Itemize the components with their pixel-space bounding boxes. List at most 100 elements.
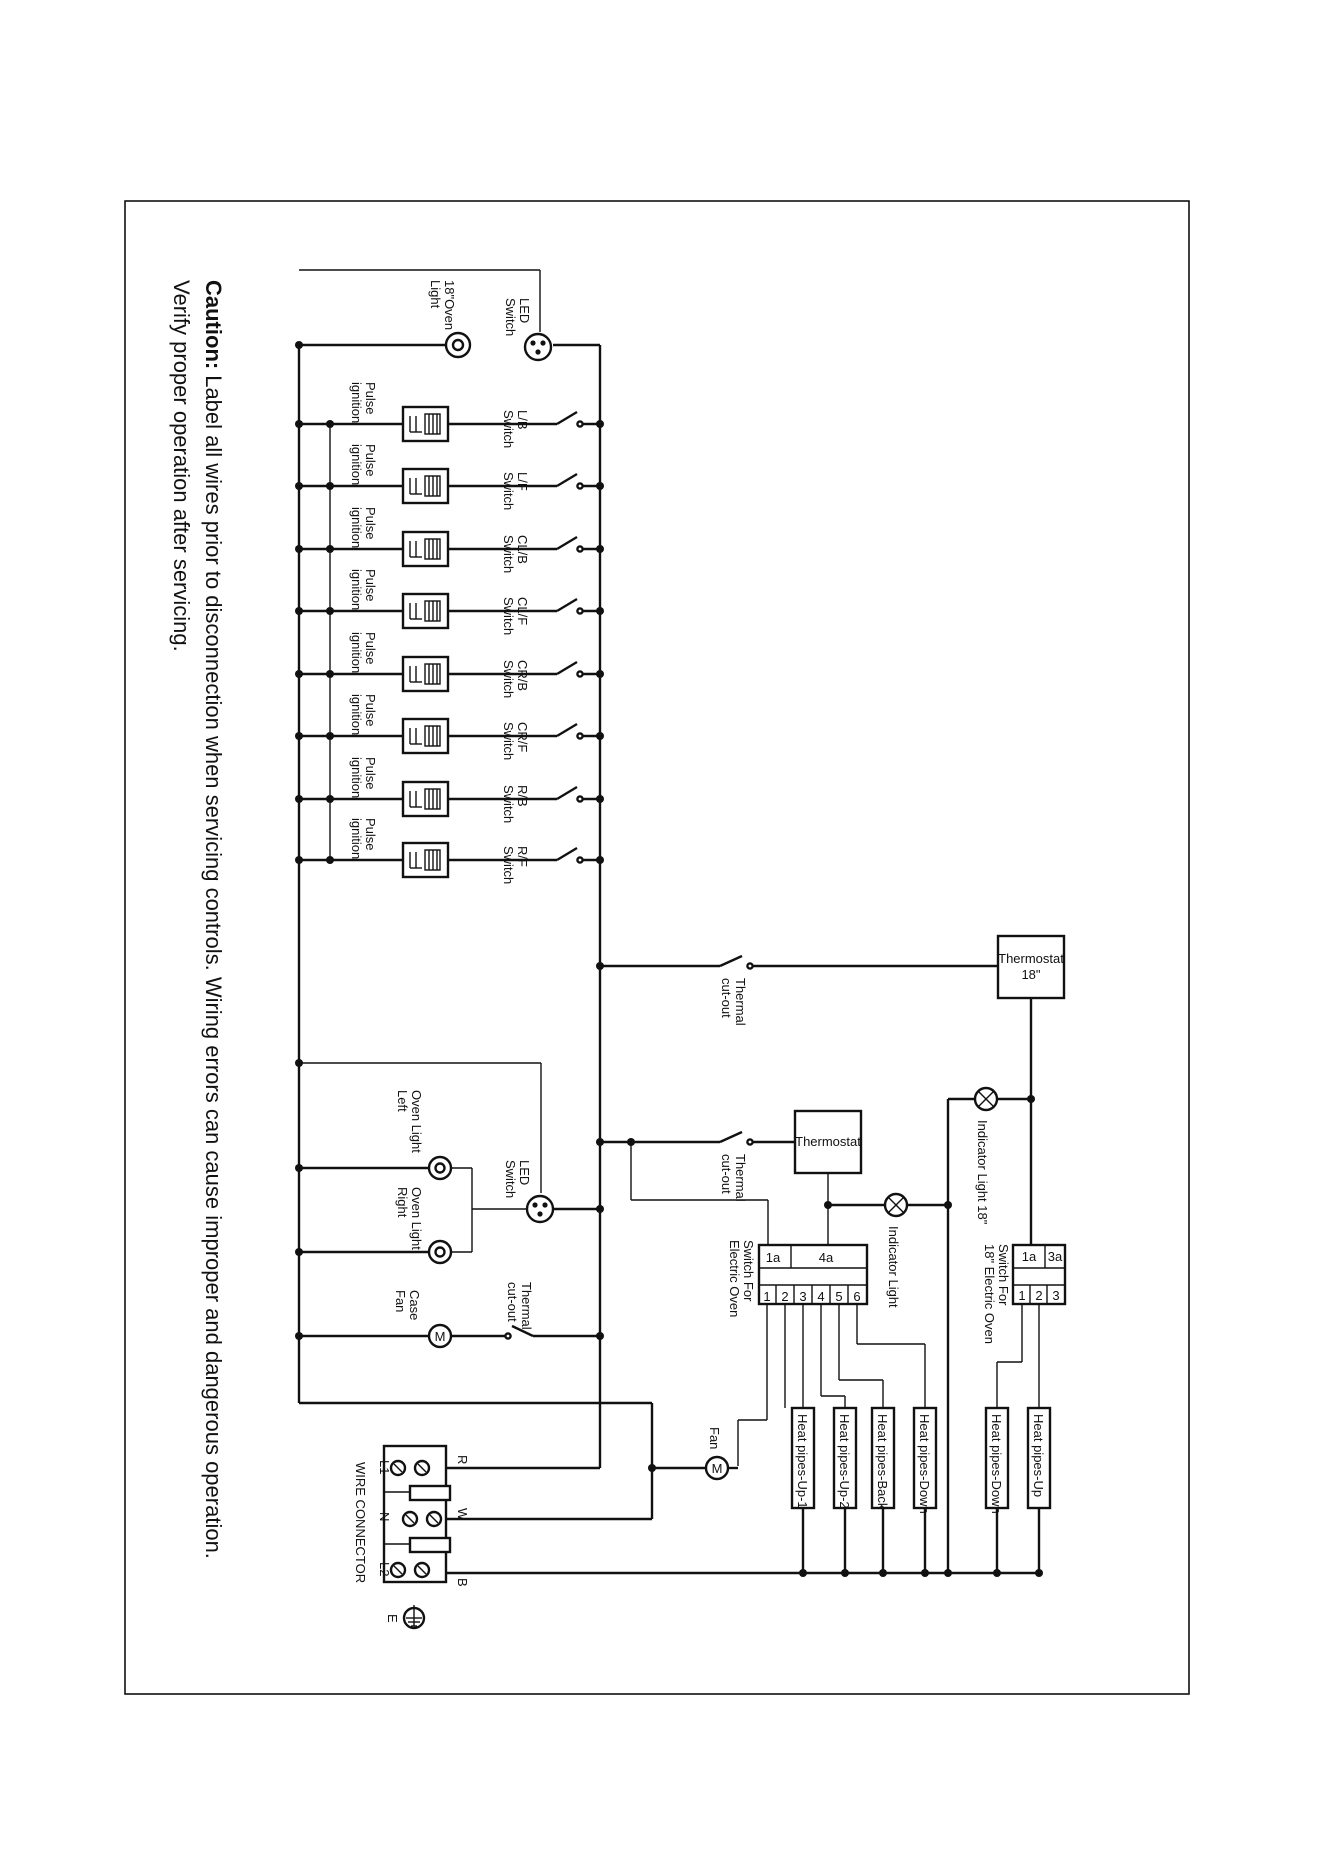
pulse-ignition-label-line-2: ignition [349,382,364,423]
switch-contact [576,732,584,740]
switch-contact [576,670,584,678]
pulse-ignition-label-line-1: Pulse [363,507,378,540]
burner-switch-label-line-1: CR/B [515,660,530,691]
burner-switch-label-line-2: Switch [501,660,516,698]
switch-18-label-2: 18" Electric Oven [982,1244,997,1344]
switch-eo-terminal-4: 4 [817,1289,824,1304]
burner-switch-label-line-1: CR/F [515,722,530,752]
burner-row [295,592,604,630]
switch-eo-cell-4a: 4a [819,1250,834,1265]
burner-switch-blade [556,785,578,801]
heat-pipe-element: Heat pipes-Back [870,1406,896,1577]
switch-eo-terminal-2: 2 [781,1289,788,1304]
heat-pipe-label: Heat pipes-Up-1 [795,1414,810,1509]
heat-pipe-element: Heat pipes-Down [912,1406,938,1577]
pulse-ignition-label-line-2: ignition [349,632,364,673]
heat-pipe-label: Heat pipes-Back [875,1414,890,1510]
burner-switch-label-line-2: Switch [501,597,516,635]
burner-rows: L/BSwitchPulseignitionL/FSwitchPulseigni… [295,382,604,884]
junction-dot [596,856,604,864]
pulse-ignition-label-line-2: ignition [349,694,364,735]
terminal-l1: L1 [377,1460,392,1474]
burner-switch-blade [556,410,578,426]
caution-note: Caution:Label all wires prior to disconn… [169,280,226,1559]
wire-letter-r: R [455,1455,470,1464]
pulse-ignition-label-line-1: Pulse [363,444,378,477]
case-fan-label-2: Fan [393,1290,408,1312]
oven-light-18-label-1: 18"Oven [442,280,457,330]
thermal-cutout-1-label-2: cut-out [719,978,734,1018]
junction-dot [596,670,604,678]
junction-dot [596,545,604,553]
terminal-l2: L2 [377,1562,392,1576]
switch-18-cell-1a: 1a [1022,1249,1037,1264]
pulse-ignition-label-line-1: Pulse [363,382,378,415]
oven-light-right-label-1: Oven Light [409,1187,424,1250]
thermostat-18-box [996,934,1066,1000]
pulse-ignition-label-line-2: ignition [349,507,364,548]
heat-pipe-element: Heat pipes-Up [1026,1406,1052,1577]
terminal-n: N [377,1512,392,1521]
thermostat-box [793,1109,863,1175]
burner-switch-label-line-2: Switch [501,722,516,760]
earth-label: E [385,1614,400,1623]
burner-row [295,841,604,879]
junction-dot [596,607,604,615]
heat-pipe-label: Heat pipes-Up [1031,1414,1046,1497]
junction-dot [326,795,334,803]
oven-light-right-label-2: Right [395,1187,410,1218]
burner-switch-label-line-2: Switch [501,846,516,884]
switch-18-terminal-2: 2 [1035,1288,1042,1303]
junction-dot [295,607,303,615]
thermal-cutout-3-label-2: cut-out [505,1282,520,1322]
fan-label: Fan [707,1427,722,1449]
burner-row [295,530,604,568]
burner-switch-label-line-1: R/F [515,846,530,867]
switch-eo-terminal-5: 5 [835,1289,842,1304]
heat-pipe-element: Heat pipes-Up-1 [790,1406,816,1577]
led-switch-icon [523,332,553,362]
heat-pipe-label: Heat pipes-Down [917,1414,932,1514]
switch-eo-terminal-6: 6 [853,1289,860,1304]
junction-dot [295,732,303,740]
fan-motor-icon [704,1455,730,1481]
junction-dot [295,482,303,490]
burner-switch-label-line-2: Switch [501,785,516,823]
case-fan-motor-symbol: M [435,1329,446,1344]
burner-switch-label-line-1: CL/F [515,597,530,625]
diagram-frame [124,200,1190,1695]
indicator-light-label: Indicator Light [886,1226,901,1308]
burner-row [295,780,604,818]
junction-dot [596,795,604,803]
switch-contact [576,420,584,428]
indicator-light-18-label: Indicator Light 18" [975,1120,990,1225]
pulse-ignition-label-line-2: ignition [349,757,364,798]
burner-switch-blade [556,597,578,613]
burner-switch-label-line-1: L/F [515,472,530,491]
fan-circuit: M Fan [648,1403,738,1519]
junction-dot [295,420,303,428]
burner-switch-label-line-1: R/B [515,785,530,807]
switch-contact [576,607,584,615]
oven-light-18-label-2: Light [428,280,443,309]
junction-dot [295,795,303,803]
burner-switch-blade [556,722,578,738]
pulse-ignition-label-line-1: Pulse [363,569,378,602]
junction-dot [326,420,334,428]
burner-switch-label-line-1: CL/B [515,535,530,564]
junction-dot [326,856,334,864]
svg-text:Caution:Label all wires prior: Caution:Label all wires prior to disconn… [201,280,226,1559]
burner-switch-label-line-2: Switch [501,535,516,573]
led-switch-mid-label-1: LED [517,1160,532,1185]
thermostat-18-label-2: 18" [1021,967,1040,982]
